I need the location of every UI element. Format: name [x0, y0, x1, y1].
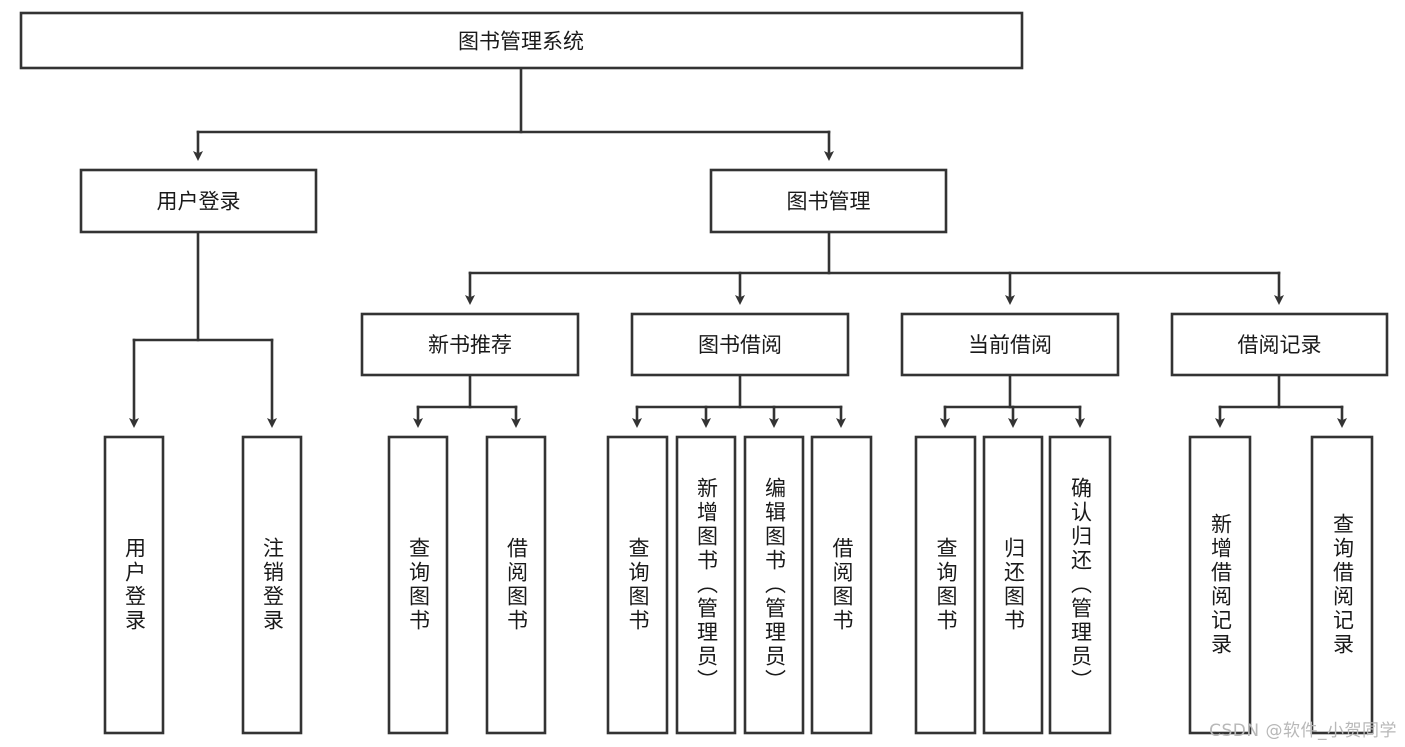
connector-root-to-level2 — [193, 66, 834, 161]
connector-userlogin-to-leaves — [129, 230, 277, 428]
leaf-box-query-record[interactable] — [1310, 435, 1374, 735]
node-book-borrow-label: 图书借阅 — [698, 333, 782, 357]
watermark-text: CSDN @软件_小贺同学 — [1209, 721, 1397, 741]
leaf-box-user-login[interactable] — [103, 435, 165, 735]
node-current-borrow-label: 当前借阅 — [968, 333, 1052, 357]
leaf-box-return-book[interactable] — [982, 435, 1044, 735]
node-borrow-record[interactable]: 借阅记录 — [1170, 312, 1389, 377]
node-root-label: 图书管理系统 — [458, 30, 584, 54]
leaf-box-borrow-book-bb[interactable] — [810, 435, 873, 735]
connector-bookmanage-to-level3 — [465, 230, 1284, 305]
node-new-book-rec-label: 新书推荐 — [428, 333, 512, 357]
node-borrow-record-label: 借阅记录 — [1238, 333, 1322, 357]
leaf-box-confirm-return[interactable] — [1048, 435, 1112, 735]
leaf-box-query-book-rec[interactable] — [387, 435, 449, 735]
node-book-manage-label: 图书管理 — [787, 190, 871, 214]
leaf-box-query-book-cb[interactable] — [914, 435, 977, 735]
connector-newbookrec-to-leaves — [413, 373, 521, 428]
leaf-box-borrow-book-rec[interactable] — [485, 435, 547, 735]
node-user-login-label: 用户登录 — [157, 190, 241, 214]
leaf-box-add-record[interactable] — [1188, 435, 1252, 735]
connector-bookborrow-to-leaves — [632, 373, 846, 428]
leaf-box-edit-book[interactable] — [743, 435, 805, 735]
connector-borrowrecord-to-leaves — [1215, 373, 1347, 428]
node-new-book-rec[interactable]: 新书推荐 — [360, 312, 580, 377]
node-root[interactable]: 图书管理系统 — [19, 11, 1024, 70]
node-current-borrow[interactable]: 当前借阅 — [900, 312, 1120, 377]
node-user-login[interactable]: 用户登录 — [79, 168, 318, 234]
leaf-box-logout[interactable] — [241, 435, 303, 735]
leaf-box-add-book[interactable] — [675, 435, 737, 735]
leaf-boxes — [103, 435, 1374, 735]
node-book-borrow[interactable]: 图书借阅 — [630, 312, 850, 377]
connector-currentborrow-to-leaves — [940, 373, 1085, 428]
node-book-manage[interactable]: 图书管理 — [709, 168, 948, 234]
leaf-box-query-book-bb[interactable] — [606, 435, 669, 735]
